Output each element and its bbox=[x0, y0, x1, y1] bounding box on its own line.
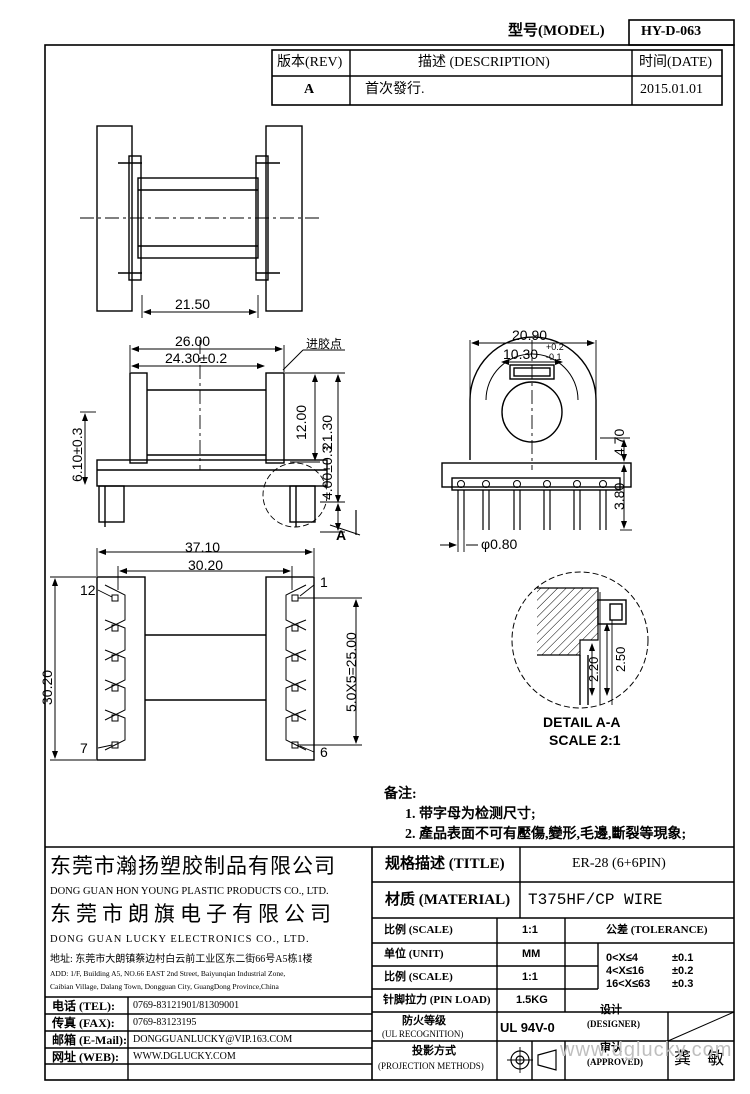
pin-label-6: 6 bbox=[320, 744, 328, 760]
pin-load-value: 1.5KG bbox=[516, 994, 548, 1006]
dim-bottom-overall: 37.10 bbox=[185, 539, 221, 555]
dim-pin-diameter: φ0.80 bbox=[481, 536, 518, 552]
address-en-1: ADD: 1/F, Building A5, NO.66 EAST 2nd St… bbox=[50, 969, 286, 978]
rev-header: 版本(REV) bbox=[277, 55, 343, 70]
date-header: 时间(DATE) bbox=[639, 55, 713, 70]
detail-dim-1: 2.20 bbox=[586, 656, 601, 682]
dim-flange-height: 12.00 bbox=[293, 404, 309, 440]
company-name-cn-2: 东莞市朗旗电子有限公司 bbox=[50, 902, 336, 926]
unit-value: MM bbox=[522, 948, 541, 960]
tolerance-value-3: ±0.3 bbox=[672, 978, 694, 990]
tolerance-label: 公差 (TOLERANCE) bbox=[606, 924, 708, 936]
dim-side-width: 20.90 bbox=[512, 327, 548, 343]
date-value: 2015.01.01 bbox=[640, 82, 703, 97]
pin-label-7: 7 bbox=[80, 740, 88, 756]
dim-bottom-height: 30.20 bbox=[39, 669, 55, 705]
dim-bore: 10.30 bbox=[503, 346, 539, 362]
projection-label-en: (PROJECTION METHODS) bbox=[378, 1061, 484, 1071]
tel-label: 电话 (TEL): bbox=[52, 999, 116, 1013]
designer-label-en: (DESIGNER) bbox=[587, 1019, 641, 1029]
pin-load-label: 针脚拉力 (PIN LOAD) bbox=[383, 994, 491, 1006]
web-label: 网址 (WEB): bbox=[52, 1050, 119, 1064]
dim-pin-length: 3.80 bbox=[611, 482, 627, 510]
fire-rating-label-cn: 防火等级 bbox=[402, 1015, 446, 1027]
material-label: 材质 (MATERIAL) bbox=[385, 892, 511, 908]
dim-pin-pitch: 5.0X5=25.00 bbox=[343, 632, 359, 712]
unit-label: 单位 (UNIT) bbox=[384, 948, 444, 960]
scale2-label: 比例 (SCALE) bbox=[384, 971, 453, 983]
address-cn: 地址: 东莞市大朗镇蔡边村白云前工业区东二街66号A5栋1楼 bbox=[50, 954, 313, 965]
note-2: 2. 產品表面不可有壓傷,變形,毛邊,斷裂等現象; bbox=[405, 827, 687, 842]
scale-label: 比例 (SCALE) bbox=[384, 924, 453, 936]
rev-value: A bbox=[304, 82, 315, 97]
projection-label-cn: 投影方式 bbox=[412, 1045, 456, 1057]
approver-name: 龚 敏 bbox=[674, 1049, 731, 1068]
web-value[interactable]: WWW.DGLUCKY.COM bbox=[133, 1051, 236, 1062]
tel-value: 0769-83121901/81309001 bbox=[133, 1000, 240, 1011]
approved-label-cn: 审认 bbox=[600, 1042, 622, 1054]
notes-title: 备注: bbox=[384, 787, 417, 802]
dim-bore-tol-minus: -0.1 bbox=[546, 352, 562, 362]
description-value: 首次發行. bbox=[365, 82, 425, 97]
dim-overall-width: 26.00 bbox=[175, 333, 211, 349]
fax-value: 0769-83123195 bbox=[133, 1017, 197, 1028]
email-value[interactable]: DONGGUANLUCKY@VIP.163.COM bbox=[133, 1034, 293, 1045]
approved-label-en: (APPROVED) bbox=[587, 1057, 643, 1067]
gate-label: 进胶点 bbox=[306, 337, 343, 351]
note-1: 1. 带字母为检测尺寸; bbox=[405, 807, 536, 822]
fire-rating-label-en: (UL RECOGNITION) bbox=[382, 1029, 464, 1039]
dim-side-height: 4.70 bbox=[611, 428, 627, 456]
tolerance-value-1: ±0.1 bbox=[672, 952, 694, 964]
dim-base-height: 6.10±0.3 bbox=[69, 427, 85, 482]
fire-rating-value: UL 94V-0 bbox=[500, 1020, 555, 1035]
dim-bottom-inner: 30.20 bbox=[188, 557, 224, 573]
dim-top-width: 21.50 bbox=[175, 296, 211, 312]
detail-title: DETAIL A-A bbox=[543, 714, 621, 730]
pin-label-12: 12 bbox=[80, 582, 96, 598]
title-label: 规格描述 (TITLE) bbox=[385, 856, 505, 872]
scale-value: 1:1 bbox=[522, 924, 538, 936]
section-mark: A bbox=[336, 527, 347, 543]
tolerance-value-2: ±0.2 bbox=[672, 965, 694, 977]
dim-bore-tol-plus: +0.2 bbox=[546, 342, 564, 352]
tolerance-range-1: 0<X≤4 bbox=[606, 952, 639, 964]
dim-pin-height: 4.00±0.3 bbox=[319, 445, 335, 500]
detail-scale: SCALE 2:1 bbox=[549, 732, 621, 748]
designer-label-cn: 设计 bbox=[600, 1004, 622, 1016]
material-value: T375HF/CP WIRE bbox=[528, 891, 663, 909]
email-label: 邮箱 (E-Mail): bbox=[52, 1033, 127, 1047]
address-en-2: Caibian Village, Dalang Town, Dongguan C… bbox=[50, 982, 279, 991]
scale2-value: 1:1 bbox=[522, 971, 538, 983]
watermark: www.dglucky.com bbox=[560, 1039, 733, 1061]
title-value: ER-28 (6+6PIN) bbox=[572, 856, 666, 871]
description-header: 描述 (DESCRIPTION) bbox=[418, 55, 550, 70]
company-name-en-1: DONG GUAN HON YOUNG PLASTIC PRODUCTS CO.… bbox=[50, 886, 329, 897]
tolerance-range-3: 16<X≤63 bbox=[606, 978, 651, 990]
dim-inner-width: 24.30±0.2 bbox=[165, 350, 228, 366]
fax-label: 传真 (FAX): bbox=[52, 1016, 115, 1030]
model-value: HY-D-063 bbox=[641, 24, 702, 39]
pin-label-1: 1 bbox=[320, 574, 328, 590]
detail-dim-2: 2.50 bbox=[613, 646, 628, 672]
company-name-en-2: DONG GUAN LUCKY ELECTRONICS CO., LTD. bbox=[50, 934, 310, 945]
model-label: 型号(MODEL) bbox=[508, 23, 605, 39]
tolerance-range-2: 4<X≤16 bbox=[606, 965, 645, 977]
company-name-cn-1: 东莞市瀚扬塑胶制品有限公司 bbox=[50, 854, 336, 878]
